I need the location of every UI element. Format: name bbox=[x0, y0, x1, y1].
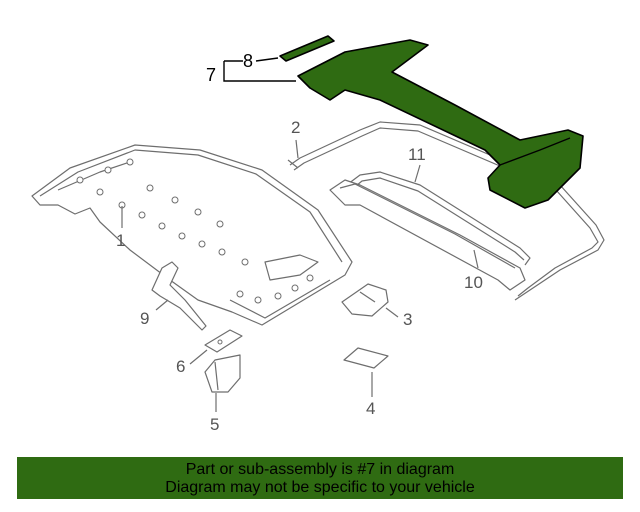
callout-9: 9 bbox=[140, 309, 149, 328]
part-8-strip bbox=[279, 35, 335, 62]
part-7-highlighted-panel[interactable] bbox=[297, 39, 584, 209]
callout-11: 11 bbox=[408, 145, 426, 164]
callout-3: 3 bbox=[403, 310, 412, 329]
part-info-banner: Part or sub-assembly is #7 in diagram Di… bbox=[17, 457, 623, 499]
part-4-pad bbox=[343, 347, 389, 369]
callout-7: 7 bbox=[206, 65, 216, 85]
callout-6: 6 bbox=[176, 357, 185, 376]
banner-line-1: Part or sub-assembly is #7 in diagram bbox=[185, 461, 455, 478]
callout-8: 8 bbox=[243, 51, 253, 71]
part-9-bracket bbox=[151, 261, 207, 331]
parts-diagram: 1 2 3 4 5 6 7 8 9 10 11 bbox=[31, 35, 605, 434]
part-11-seal bbox=[339, 171, 531, 266]
part-6-plate bbox=[204, 329, 243, 353]
part-2-rail bbox=[287, 121, 605, 301]
banner-line-2: Diagram may not be specific to your vehi… bbox=[165, 479, 475, 496]
callout-10: 10 bbox=[464, 273, 483, 292]
part-5-hinge bbox=[204, 354, 241, 393]
leader-lines bbox=[121, 57, 479, 412]
callout-2: 2 bbox=[291, 118, 300, 137]
part-3-latch bbox=[341, 283, 389, 317]
callout-1: 1 bbox=[116, 231, 125, 250]
part-1-cover-panel bbox=[31, 144, 353, 326]
callout-5: 5 bbox=[210, 415, 219, 434]
callout-4: 4 bbox=[366, 399, 375, 418]
